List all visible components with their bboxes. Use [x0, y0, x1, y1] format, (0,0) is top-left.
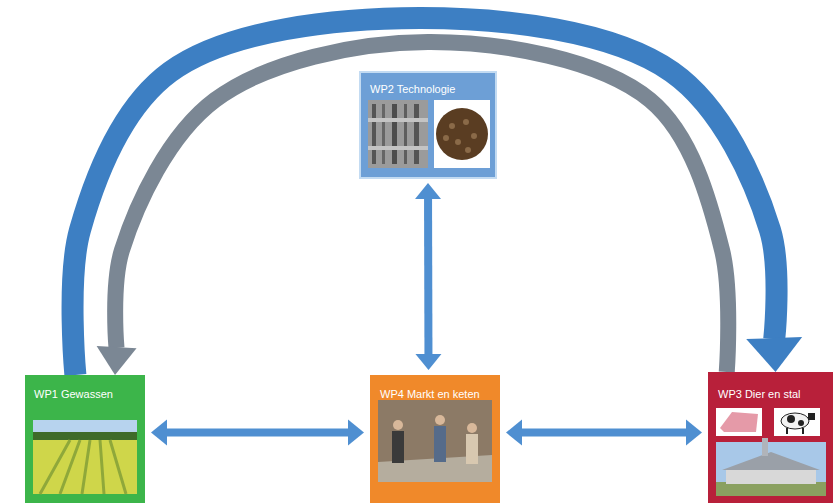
pellet	[465, 147, 471, 153]
machine-bar	[404, 104, 407, 164]
pellet-heap	[436, 108, 488, 160]
cow-spot	[787, 415, 795, 423]
cow-body	[781, 413, 809, 429]
pig-icon	[716, 408, 762, 436]
person-body	[434, 426, 446, 462]
hall	[378, 400, 492, 482]
connector-shaft	[115, 42, 728, 372]
ground	[716, 482, 826, 496]
machine-bar	[382, 104, 385, 164]
arrow-head	[415, 183, 441, 199]
photo-ground	[434, 100, 490, 168]
person-body	[392, 431, 404, 463]
pellet	[455, 139, 461, 145]
work-package-box: WP2 Technologie	[360, 72, 496, 178]
icon-ground	[716, 408, 762, 436]
connector	[97, 42, 729, 375]
connector	[151, 420, 364, 446]
connector	[506, 420, 702, 446]
barn-roof	[722, 452, 820, 470]
box-fill	[708, 372, 833, 503]
person-head	[435, 415, 445, 425]
arrow-head	[348, 420, 364, 446]
machine-bar	[414, 104, 419, 164]
box-fill	[360, 72, 496, 178]
arrow-head	[746, 337, 802, 372]
arrow-head	[506, 420, 522, 446]
cow-head	[808, 413, 815, 420]
box-fill	[25, 375, 145, 503]
machine-photo	[368, 100, 428, 168]
person-head	[393, 420, 403, 430]
work-package-box: WP3 Dier en stal	[708, 372, 833, 503]
person-body	[466, 434, 478, 464]
pellet	[471, 133, 477, 139]
machine-bar	[392, 104, 397, 164]
cow-icon	[774, 408, 820, 436]
machine-beam	[368, 146, 428, 150]
connector	[73, 18, 803, 375]
connector-shaft	[73, 18, 777, 375]
work-package-box: WP4 Markt en keten	[370, 375, 500, 503]
barn-wall	[726, 470, 816, 484]
photo-ground	[368, 100, 428, 168]
pellet	[463, 119, 469, 125]
field-photo	[33, 420, 137, 494]
crop-row	[40, 440, 126, 494]
market-photo	[378, 400, 492, 482]
sky	[716, 442, 826, 496]
box-fill	[370, 375, 500, 503]
pig-shape	[720, 412, 758, 432]
cow-leg	[786, 428, 788, 434]
connector-shaft	[424, 198, 432, 355]
cow-spot	[798, 420, 804, 426]
person-head	[467, 423, 477, 433]
box-title: WP1 Gewassen	[34, 388, 113, 401]
work-package-box: WP1 Gewassen	[25, 375, 145, 503]
tree-line	[33, 432, 137, 441]
barn-photo	[716, 438, 826, 496]
pellet-photo	[434, 100, 490, 168]
field	[33, 440, 137, 494]
box-title: WP4 Markt en keten	[380, 388, 480, 401]
connector-shaft	[166, 429, 349, 437]
box-title: WP3 Dier en stal	[718, 388, 801, 401]
box-title: WP2 Technologie	[370, 83, 455, 96]
pellet	[443, 135, 449, 141]
machine-beam	[368, 118, 428, 122]
cow-leg	[802, 428, 804, 434]
pellet	[449, 123, 455, 129]
arrow-head	[686, 420, 702, 446]
icon-ground	[774, 408, 820, 436]
machine-bar	[372, 104, 376, 164]
arrow-head	[97, 346, 137, 375]
connector-shaft	[521, 429, 687, 437]
arrow-head	[151, 420, 167, 446]
arrow-head	[415, 354, 441, 370]
connector	[415, 183, 441, 370]
barn-silo	[762, 438, 768, 456]
